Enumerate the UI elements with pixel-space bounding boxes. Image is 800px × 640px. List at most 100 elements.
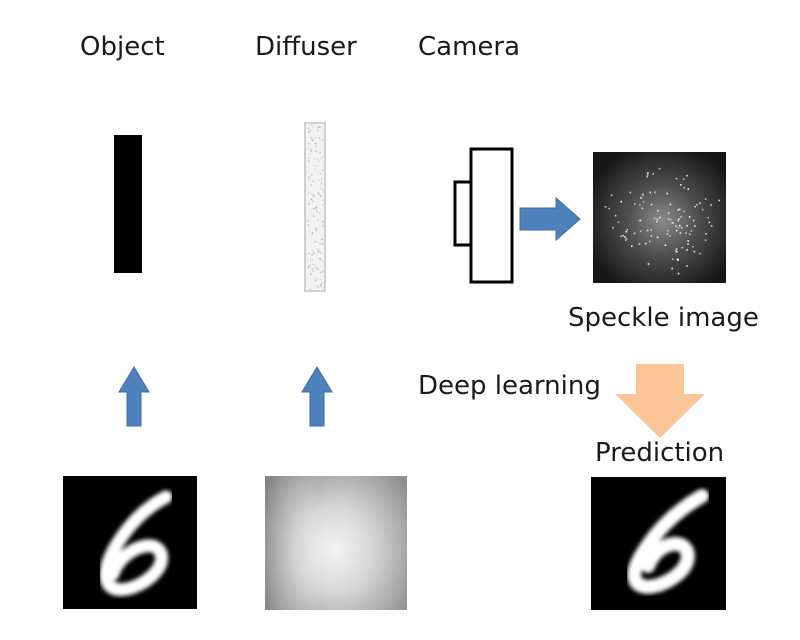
diffuser-grain [310,235,312,237]
diffuser-grain [315,206,318,209]
speckle-dot [641,194,644,197]
diffuser-grain [317,192,320,194]
diffuser-grain [314,142,317,145]
diffuser-grain [322,225,324,227]
diffuser-grain [317,160,320,162]
diffuser-grain [309,288,311,290]
speckle-dot [699,202,701,205]
speckle-dot [644,242,647,245]
object-label: Object [80,32,165,62]
speckle-dot [683,210,685,213]
speckle-dot [650,203,653,206]
speckle-dot [666,233,669,235]
diffuser-grain [314,277,316,279]
diffuser-grain [321,238,323,240]
speckle-dot [639,204,641,206]
speckle-dot [690,230,693,232]
speckle-dot [672,222,674,224]
speckle-dot [677,226,680,229]
speckle-dot [667,218,670,220]
speckle-dot [634,203,636,205]
diffuser-grain [320,158,322,160]
diffuser-grain [320,183,322,185]
diffuser-grain [308,225,310,227]
diffuser-grain [307,127,310,129]
speckle-dot [675,229,678,232]
speckle-dot [671,267,673,270]
speckle-dot [680,216,682,218]
diffuser-grain [320,284,322,286]
speckle-dot [610,194,613,197]
speckle-dot [625,237,628,240]
diffuser-grain [313,264,316,266]
speckle-dot [678,218,680,220]
diffuser-grain [319,285,322,287]
diffuser-grain [320,187,322,189]
diffuser-grain [322,241,324,243]
speckle-dot [677,259,679,261]
diffuser-grain [322,220,324,223]
diffuser-grain [314,168,316,170]
speckle-dot [667,229,669,232]
speckle-dot [704,198,707,200]
diffuser-grain [312,270,315,272]
speckle-dot [686,265,688,267]
diffuser-grain [316,230,318,232]
speckle-dot [692,219,695,222]
speckle-dot [693,250,696,253]
diffuser-grain [307,156,310,159]
input-digit-image [63,476,197,609]
speckle-dot [675,225,677,227]
diffuser-grain [321,169,323,172]
speckle-dot [650,235,653,237]
diffuser-grain [320,239,322,241]
speckle-dot [708,221,711,224]
speckle-dot [656,236,659,239]
camera-label: Camera [418,32,521,62]
diffuser-grain [321,156,324,158]
speckle-dot [629,191,632,194]
speckle-dot [681,246,684,249]
diffuser-grain [308,145,310,147]
speckle-dot [675,177,678,180]
diffuser-grain [311,269,313,271]
diffuser-grain [311,232,314,235]
arrow-up-icon [301,366,333,427]
diffuser-grain [318,137,321,139]
speckle-dot [666,192,669,195]
diffuser-plate-icon [304,122,326,292]
diffuser-grain [312,200,314,202]
prediction-label: Prediction [595,438,725,468]
diffuser-grain [316,209,318,211]
diffuser-grain [310,150,312,152]
speckle-dot [669,218,672,221]
diffuser-grain [315,241,317,243]
speckle-dot [696,204,698,206]
speckle-dot [647,172,649,174]
diffuser-grain [315,279,317,281]
speckle-dot [614,214,617,217]
diffuser-grain [308,203,311,206]
diffuser-grain [311,213,313,215]
speckle-dot [676,251,678,253]
diffuser-grain [313,241,316,243]
diffuser-grain [312,180,314,182]
diffuser-grain [311,267,314,269]
diffuser-grain [311,140,313,142]
diffuser-grain [316,249,319,251]
speckle-dot [646,229,649,232]
speckle-dot [710,225,713,227]
diffuser-grain [317,219,319,221]
speckle-image-label: Speckle image [568,303,759,333]
speckle-dot [669,235,671,237]
diffuser-grain [308,131,310,133]
arrow-down-icon [615,364,705,438]
diffuser-grain [317,251,320,253]
diffuser-grain [322,271,324,274]
diffuser-grain [320,195,322,197]
speckle-dot [686,224,688,227]
speckle-dot [688,216,691,218]
diffuser-grain [309,129,312,132]
diffuser-label: Diffuser [255,32,357,62]
diffuser-grain [313,252,315,254]
